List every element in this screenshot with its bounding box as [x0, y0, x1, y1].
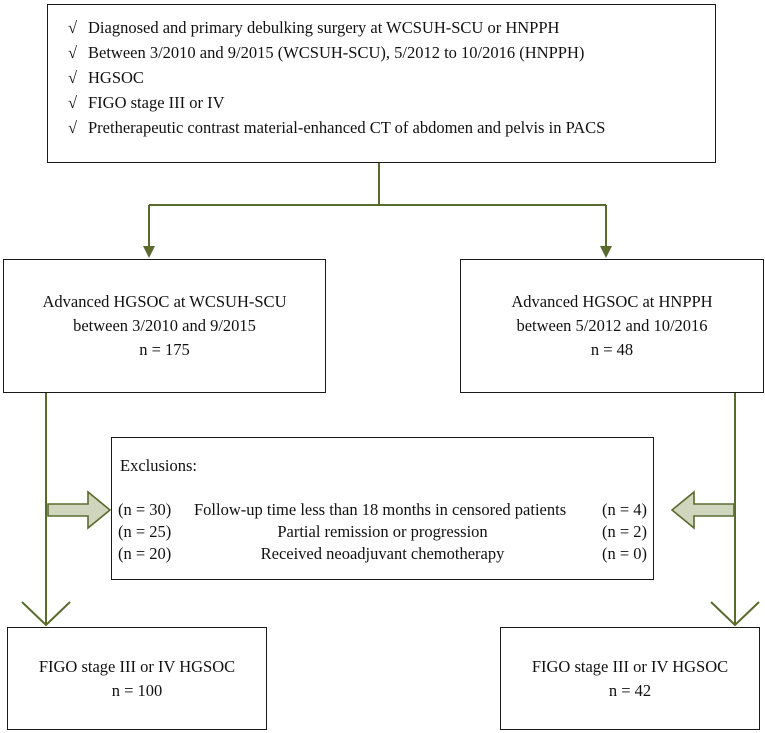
exclusion-count-left: (n = 20) [118, 544, 172, 563]
exclusion-reason: Follow-up time less than 18 months in ce… [194, 500, 567, 519]
exclusion-count-left: (n = 30) [118, 500, 172, 519]
check-mark-icon: √ [68, 18, 78, 37]
cohort-label: Advanced HGSOC at WCSUH-SCU [42, 292, 287, 311]
arrowhead-left-cohort [143, 246, 155, 258]
final-count: n = 42 [608, 680, 652, 700]
arrowhead-right-final [710, 601, 760, 627]
criterion-item: √HGSOC [68, 65, 715, 90]
final-cohort-box-hnpph: FIGO stage III or IV HGSOC n = 42 [500, 627, 760, 730]
exclusions-box: Exclusions: (n = 30) Follow-up time less… [111, 437, 654, 580]
cohort-count: n = 48 [590, 340, 634, 359]
exclusion-reason: Received neoadjuvant chemotherapy [260, 544, 505, 563]
exclusions-title: Exclusions: [120, 456, 197, 475]
cohort-period: between 5/2012 and 10/2016 [516, 316, 708, 335]
inclusion-criteria-box: √Diagnosed and primary debulking surgery… [47, 4, 716, 163]
arrowhead-right-cohort [600, 246, 612, 258]
final-count: n = 100 [111, 680, 163, 700]
final-label: FIGO stage III or IV HGSOC [531, 656, 729, 676]
exclusion-count-right: (n = 2) [601, 522, 647, 541]
exclusion-count-left: (n = 25) [118, 522, 172, 541]
cohort-box-wcsuh-scu: Advanced HGSOC at WCSUH-SCU between 3/20… [3, 259, 326, 393]
exclusion-count-right: (n = 4) [601, 500, 647, 519]
exclusion-count-right: (n = 0) [601, 544, 647, 563]
exclusion-row: (n = 25) Partial remission or progressio… [112, 522, 653, 544]
check-mark-icon: √ [68, 68, 78, 87]
cohort-box-hnpph: Advanced HGSOC at HNPPH between 5/2012 a… [460, 259, 764, 393]
exclusion-row: (n = 30) Follow-up time less than 18 mon… [112, 500, 653, 522]
exclusion-row: (n = 20) Received neoadjuvant chemothera… [112, 544, 653, 566]
check-mark-icon: √ [68, 93, 78, 112]
criterion-item: √Diagnosed and primary debulking surgery… [68, 15, 715, 40]
fat-arrow-left [47, 490, 112, 530]
final-label: FIGO stage III or IV HGSOC [38, 656, 236, 676]
fat-arrow-right [670, 490, 735, 530]
check-mark-icon: √ [68, 118, 78, 137]
exclusion-reason: Partial remission or progression [277, 522, 488, 541]
check-mark-icon: √ [68, 43, 78, 62]
cohort-count: n = 175 [139, 340, 190, 359]
criterion-item: √FIGO stage III or IV [68, 90, 715, 115]
cohort-label: Advanced HGSOC at HNPPH [511, 292, 713, 311]
final-cohort-box-wcsuh-scu: FIGO stage III or IV HGSOC n = 100 [7, 627, 267, 730]
arrowhead-left-final [21, 601, 71, 627]
criterion-item: √Between 3/2010 and 9/2015 (WCSUH-SCU), … [68, 40, 715, 65]
criterion-item: √Pretherapeutic contrast material-enhanc… [68, 115, 715, 140]
cohort-period: between 3/2010 and 9/2015 [73, 316, 256, 335]
